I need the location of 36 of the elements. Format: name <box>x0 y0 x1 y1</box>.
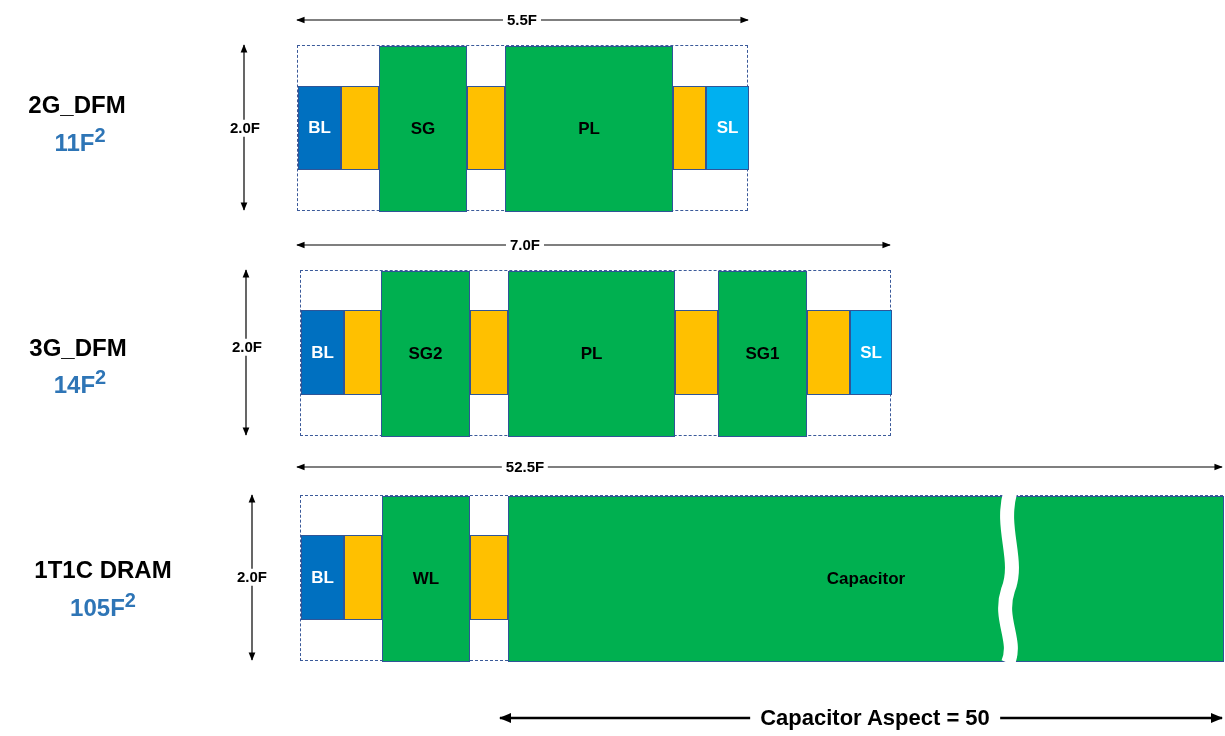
bit-line-contact <box>298 86 341 170</box>
source-line-contact <box>706 86 749 170</box>
region-label: SL <box>860 342 882 363</box>
region-label: WL <box>412 569 440 589</box>
cell-outline <box>300 495 1223 661</box>
region-label: SG2 <box>408 344 443 364</box>
region-label: Capacitor <box>826 569 906 589</box>
region-label: BL <box>311 567 334 588</box>
junction-region <box>467 86 505 170</box>
region-label: BL <box>308 118 331 138</box>
region-label: SG1 <box>745 344 780 364</box>
bit-line-contact <box>301 310 344 395</box>
gate-block <box>382 496 470 662</box>
junction-region <box>470 535 508 620</box>
capacitor-block <box>508 496 1224 662</box>
gate-block <box>381 271 470 437</box>
cell-outline <box>300 270 891 436</box>
junction-region <box>341 86 379 170</box>
region-label: SG <box>410 119 436 139</box>
junction-region <box>344 310 381 395</box>
junction-region <box>675 310 718 395</box>
cell-outline <box>297 45 748 211</box>
region-label: PL <box>580 344 603 364</box>
region-label: PL <box>578 119 600 139</box>
source-line-contact <box>850 310 892 395</box>
gate-block <box>505 46 673 212</box>
junction-region <box>673 86 706 170</box>
junction-region <box>807 310 850 395</box>
region-label: BL <box>311 342 334 363</box>
gate-block <box>379 46 467 212</box>
region-label: SL <box>716 118 739 138</box>
junction-region <box>470 310 508 395</box>
gate-block <box>718 271 807 437</box>
gate-block <box>508 271 675 437</box>
bit-line-contact <box>301 535 344 620</box>
junction-region <box>344 535 382 620</box>
